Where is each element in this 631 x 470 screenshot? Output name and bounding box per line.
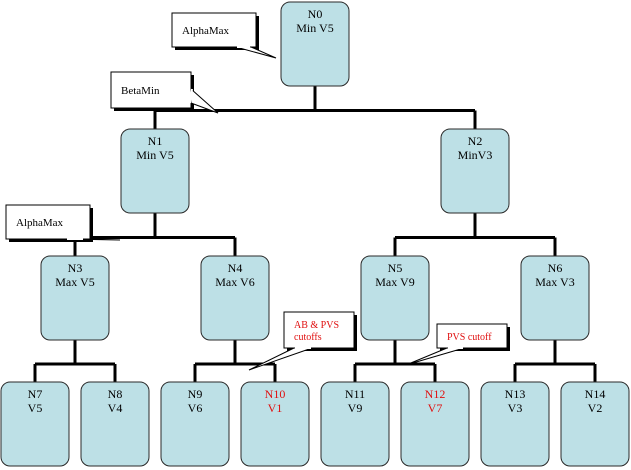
node-label: N11 — [345, 387, 365, 401]
edge-n4 — [193, 340, 277, 382]
node-box — [560, 381, 630, 467]
node-box — [280, 1, 350, 87]
callout-box — [110, 71, 192, 109]
node-value: Min V5 — [296, 21, 333, 35]
node-box — [0, 381, 70, 467]
node-label: N10 — [265, 387, 286, 401]
node-box — [240, 381, 310, 467]
node-label: N5 — [388, 261, 403, 275]
callout-pvs-cutoff: PVS cutoff — [405, 323, 510, 366]
callout-alphamax-top: AlphaMax — [171, 12, 277, 59]
node-label: N7 — [28, 387, 43, 401]
node-box — [480, 381, 550, 467]
node-box — [40, 255, 110, 341]
tree-edges — [33, 86, 597, 382]
edge-n1 — [73, 213, 237, 256]
node-box — [440, 128, 510, 214]
node-label: N4 — [228, 261, 243, 275]
callout-text: cutoffs — [294, 332, 322, 343]
node-box — [80, 381, 150, 467]
callout-box — [171, 12, 257, 48]
callout-box — [436, 323, 508, 349]
node-value: V9 — [348, 401, 363, 415]
node-value: V2 — [588, 401, 603, 415]
node-value: V4 — [108, 401, 123, 415]
callout-box — [5, 204, 91, 240]
callout-betamin: BetaMin — [110, 71, 219, 114]
node-label: N1 — [148, 134, 163, 148]
node-value: Max V6 — [215, 275, 254, 289]
callout-alphamax-left: AlphaMax — [5, 204, 121, 242]
node-box — [160, 381, 230, 467]
node-label: N13 — [505, 387, 526, 401]
node-value: Max V3 — [535, 275, 574, 289]
node-value: Min V5 — [136, 148, 173, 162]
node-value: MinV3 — [458, 148, 493, 162]
edge-n2 — [393, 213, 557, 256]
node-label: N2 — [468, 134, 483, 148]
callout-seam — [189, 88, 193, 104]
callout-text: AB & PVS — [294, 320, 339, 331]
node-label: N8 — [108, 387, 123, 401]
callout-pointer — [405, 347, 465, 366]
node-box — [360, 255, 430, 341]
callout-pointer — [248, 347, 313, 371]
edge-n0 — [153, 86, 477, 129]
node-box — [520, 255, 590, 341]
node-label: N12 — [425, 387, 446, 401]
edge-n6 — [513, 340, 597, 382]
node-value: Max V9 — [375, 275, 414, 289]
node-label: N3 — [68, 261, 83, 275]
node-value: V6 — [188, 401, 203, 415]
node-box — [200, 255, 270, 341]
callout-text: AlphaMax — [182, 25, 230, 37]
node-label: N14 — [585, 387, 606, 401]
callout-text: PVS cutoff — [447, 332, 492, 343]
node-value: Max V5 — [55, 275, 94, 289]
node-value: V7 — [428, 401, 443, 415]
callout-box — [283, 311, 355, 349]
node-label: N6 — [548, 261, 563, 275]
node-box — [120, 128, 190, 214]
node-box — [400, 381, 470, 467]
edge-n5 — [353, 340, 437, 382]
node-label: N0 — [308, 7, 323, 21]
callout-text: AlphaMax — [16, 217, 64, 229]
node-value: V3 — [508, 401, 523, 415]
node-label: N9 — [188, 387, 203, 401]
edge-n3 — [33, 340, 117, 382]
node-box — [320, 381, 390, 467]
node-value: V5 — [28, 401, 43, 415]
callout-text: BetaMin — [121, 85, 160, 97]
node-value: V1 — [268, 401, 283, 415]
